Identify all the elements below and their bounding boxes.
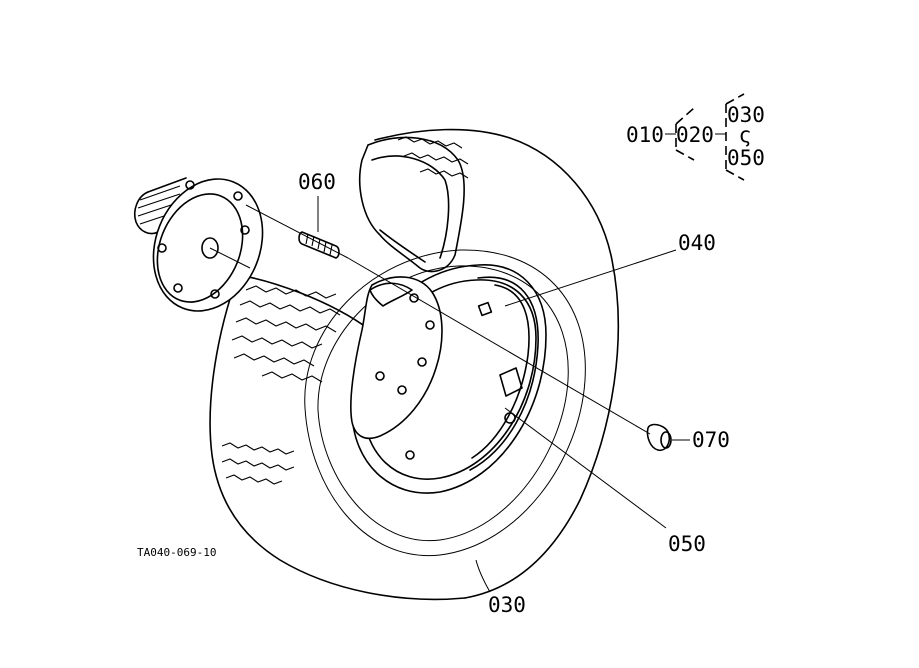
label-020: 020 <box>676 123 714 147</box>
valve-stem <box>477 301 493 317</box>
tire-sidewall-ring <box>304 249 586 557</box>
inner-tube-valve <box>499 367 523 397</box>
label-050: 050 <box>668 532 706 556</box>
wheel-disc <box>350 276 443 440</box>
label-010: 010 <box>626 123 664 147</box>
wheel-nut-drawing <box>646 423 672 452</box>
hub-center-bore <box>201 237 219 259</box>
label-030-tree: 030 <box>727 103 765 127</box>
label-040: 040 <box>678 231 716 255</box>
axle-hub-drawing <box>133 177 264 312</box>
tread-pattern-top <box>397 136 469 179</box>
assembly-tree: ς <box>665 93 752 181</box>
hub-flange <box>152 178 264 312</box>
label-060: 060 <box>298 170 336 194</box>
label-070: 070 <box>692 428 730 452</box>
tire-drawing <box>209 128 620 601</box>
stud-bolt-drawing <box>298 231 340 259</box>
rim-disc-drawing <box>350 276 539 471</box>
center-line-axis <box>347 257 651 435</box>
tread-pattern-front <box>221 285 341 485</box>
tire-outer-front <box>209 274 466 601</box>
label-050-tree: 050 <box>727 146 765 170</box>
tire-outer-back <box>374 128 620 599</box>
leader-040 <box>504 249 677 307</box>
tree-tilde: ς <box>739 123 752 147</box>
rim-inner-band <box>469 276 539 471</box>
center-line-hub <box>245 204 349 259</box>
leader-030 <box>475 559 491 593</box>
label-030: 030 <box>488 593 526 617</box>
leader-050 <box>504 407 667 529</box>
axle-shaft <box>133 191 159 235</box>
figure-code: TA040-069-10 <box>137 546 216 559</box>
